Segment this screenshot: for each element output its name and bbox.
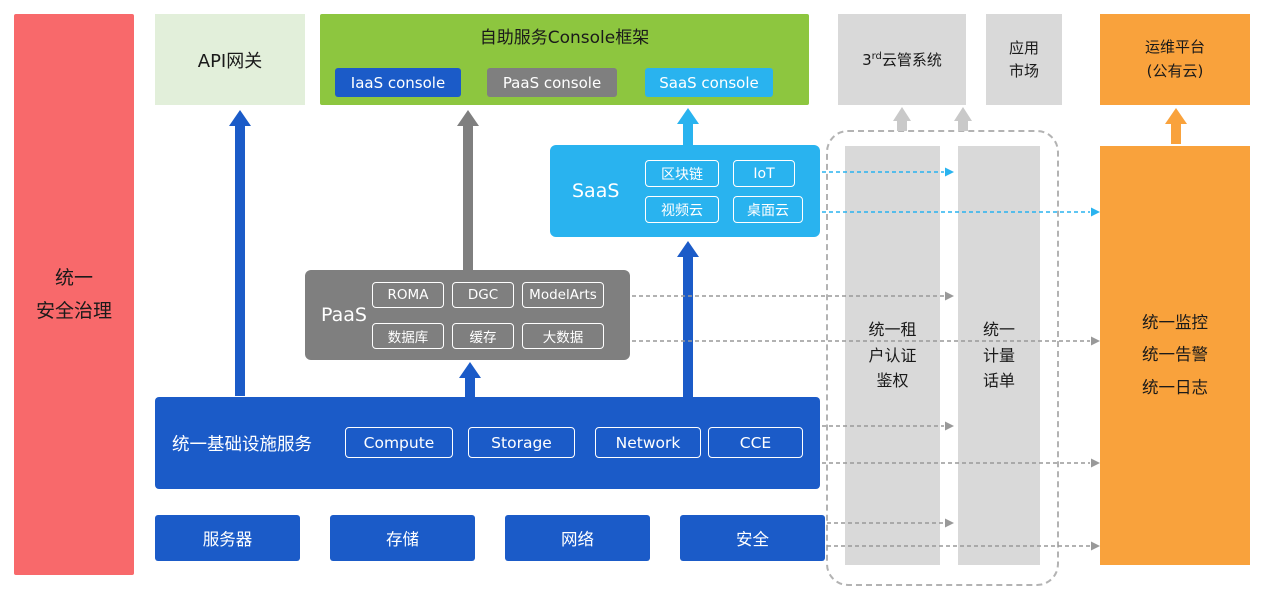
paas-layer-box: PaaS ROMA DGC ModelArts 数据库 缓存 大数据 [305, 270, 630, 360]
arrow-infra-to-saas [677, 241, 699, 398]
dashed-infra-to-monitor-arrowhead [1091, 458, 1100, 468]
saas-item-video-cloud: 视频云 [645, 196, 719, 223]
paas-layer-label: PaaS [321, 304, 367, 326]
paas-item-cache: 缓存 [452, 323, 514, 349]
paas-item-roma: ROMA [372, 282, 444, 308]
resource-storage-box: 存储 [330, 515, 475, 561]
arrow-saas-to-console [677, 108, 699, 146]
arrow-monitor-to-om-platform [1165, 108, 1187, 144]
third-party-cms-superscript: rd [871, 51, 882, 62]
paas-console-chip: PaaS console [487, 68, 617, 97]
shared-services-dashed-container [826, 130, 1059, 586]
infrastructure-layer-label: 统一基础设施服务 [172, 434, 312, 455]
paas-item-modelarts: ModelArts [522, 282, 604, 308]
dashed-paas-to-monitor-arrowhead [1091, 336, 1100, 346]
infrastructure-layer-box: 统一基础设施服务 Compute Storage Network CCE [155, 397, 820, 489]
tenant-auth-bar: 统一租 户认证 鉴权 [845, 146, 940, 565]
third-party-cms-label: 3rd云管系统 [862, 51, 942, 69]
resource-network-box: 网络 [505, 515, 650, 561]
paas-item-database: 数据库 [372, 323, 444, 349]
saas-item-blockchain: 区块链 [645, 160, 719, 187]
arrow-infra-to-paas [459, 362, 481, 398]
infra-item-cce: CCE [708, 427, 803, 458]
paas-item-dgc: DGC [452, 282, 514, 308]
saas-item-desktop-cloud: 桌面云 [733, 196, 803, 223]
resource-security-box: 安全 [680, 515, 825, 561]
arrow-paas-to-console [457, 110, 479, 271]
dashed-hardware-to-monitor-arrowhead [1091, 541, 1100, 551]
saas-item-iot: IoT [733, 160, 795, 187]
arrow-billing-to-third-party-cms [954, 107, 972, 131]
app-market-box: 应用 市场 [986, 14, 1062, 105]
infra-item-compute: Compute [345, 427, 453, 458]
saas-layer-label: SaaS [572, 180, 620, 202]
console-framework-title: 自助服务Console框架 [479, 28, 650, 48]
api-gateway-box: API网关 [155, 14, 305, 105]
iaas-console-chip: IaaS console [335, 68, 461, 97]
infra-item-network: Network [595, 427, 701, 458]
om-platform-box: 运维平台 (公有云) [1100, 14, 1250, 105]
infra-item-storage: Storage [468, 427, 575, 458]
console-framework-box: 自助服务Console框架 IaaS console PaaS console … [320, 14, 809, 105]
paas-item-bigdata: 大数据 [522, 323, 604, 349]
metering-billing-bar: 统一 计量 话单 [958, 146, 1040, 565]
monitoring-alarm-log-bar: 统一监控 统一告警 统一日志 [1100, 146, 1250, 565]
arrow-infra-to-api-gateway [229, 110, 251, 396]
saas-console-chip: SaaS console [645, 68, 773, 97]
third-party-cms-box: 3rd云管系统 [838, 14, 966, 105]
arrow-auth-to-third-party-cms [893, 107, 911, 131]
dashed-saas-to-monitor-arrowhead [1091, 207, 1100, 217]
resource-server-box: 服务器 [155, 515, 300, 561]
security-governance-bar: 统一 安全治理 [14, 14, 134, 575]
saas-layer-box: SaaS 区块链 IoT 视频云 桌面云 [550, 145, 820, 237]
